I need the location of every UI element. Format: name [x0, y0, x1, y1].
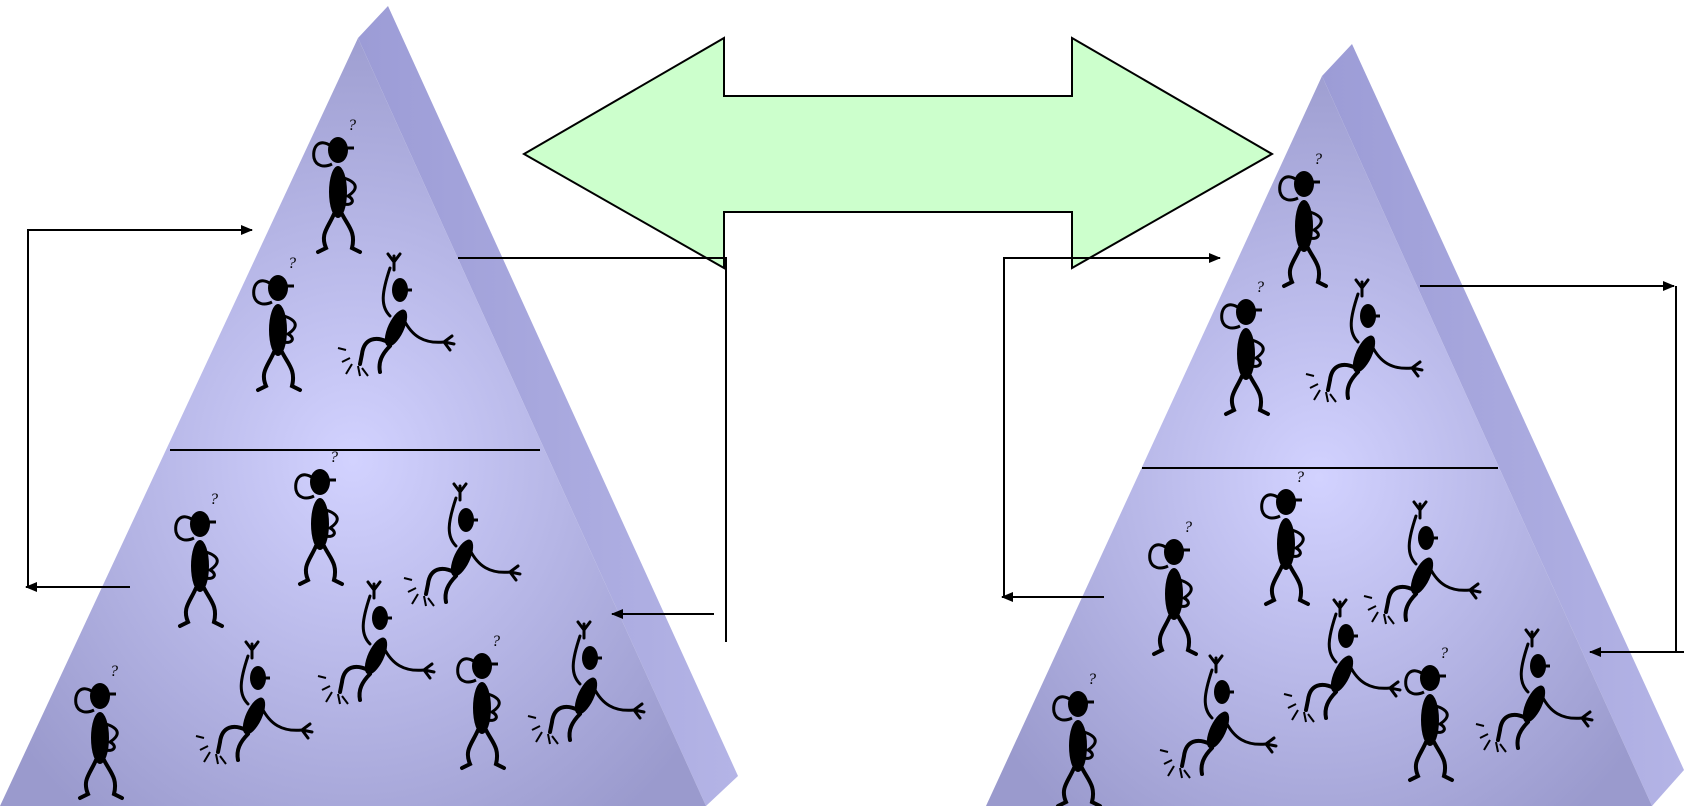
left-pyramid-side — [358, 6, 738, 806]
left-feedback-loop — [25, 225, 253, 592]
left-to-center-connector — [458, 257, 727, 642]
right-pyramid-side — [1322, 44, 1684, 806]
left-pyramid-face — [0, 38, 706, 806]
right-feedback-loop — [1001, 253, 1221, 602]
left-top-exit-line — [458, 257, 727, 642]
left-loop-arrow-up — [27, 225, 253, 588]
right-outer-connector — [1420, 281, 1684, 657]
right-pyramid-face — [986, 76, 1652, 806]
left-pyramid — [0, 6, 738, 806]
double-headed-connector-arrow — [521, 36, 1275, 270]
right-pyramid — [986, 44, 1684, 806]
right-loop-arrow-up — [1003, 253, 1221, 598]
